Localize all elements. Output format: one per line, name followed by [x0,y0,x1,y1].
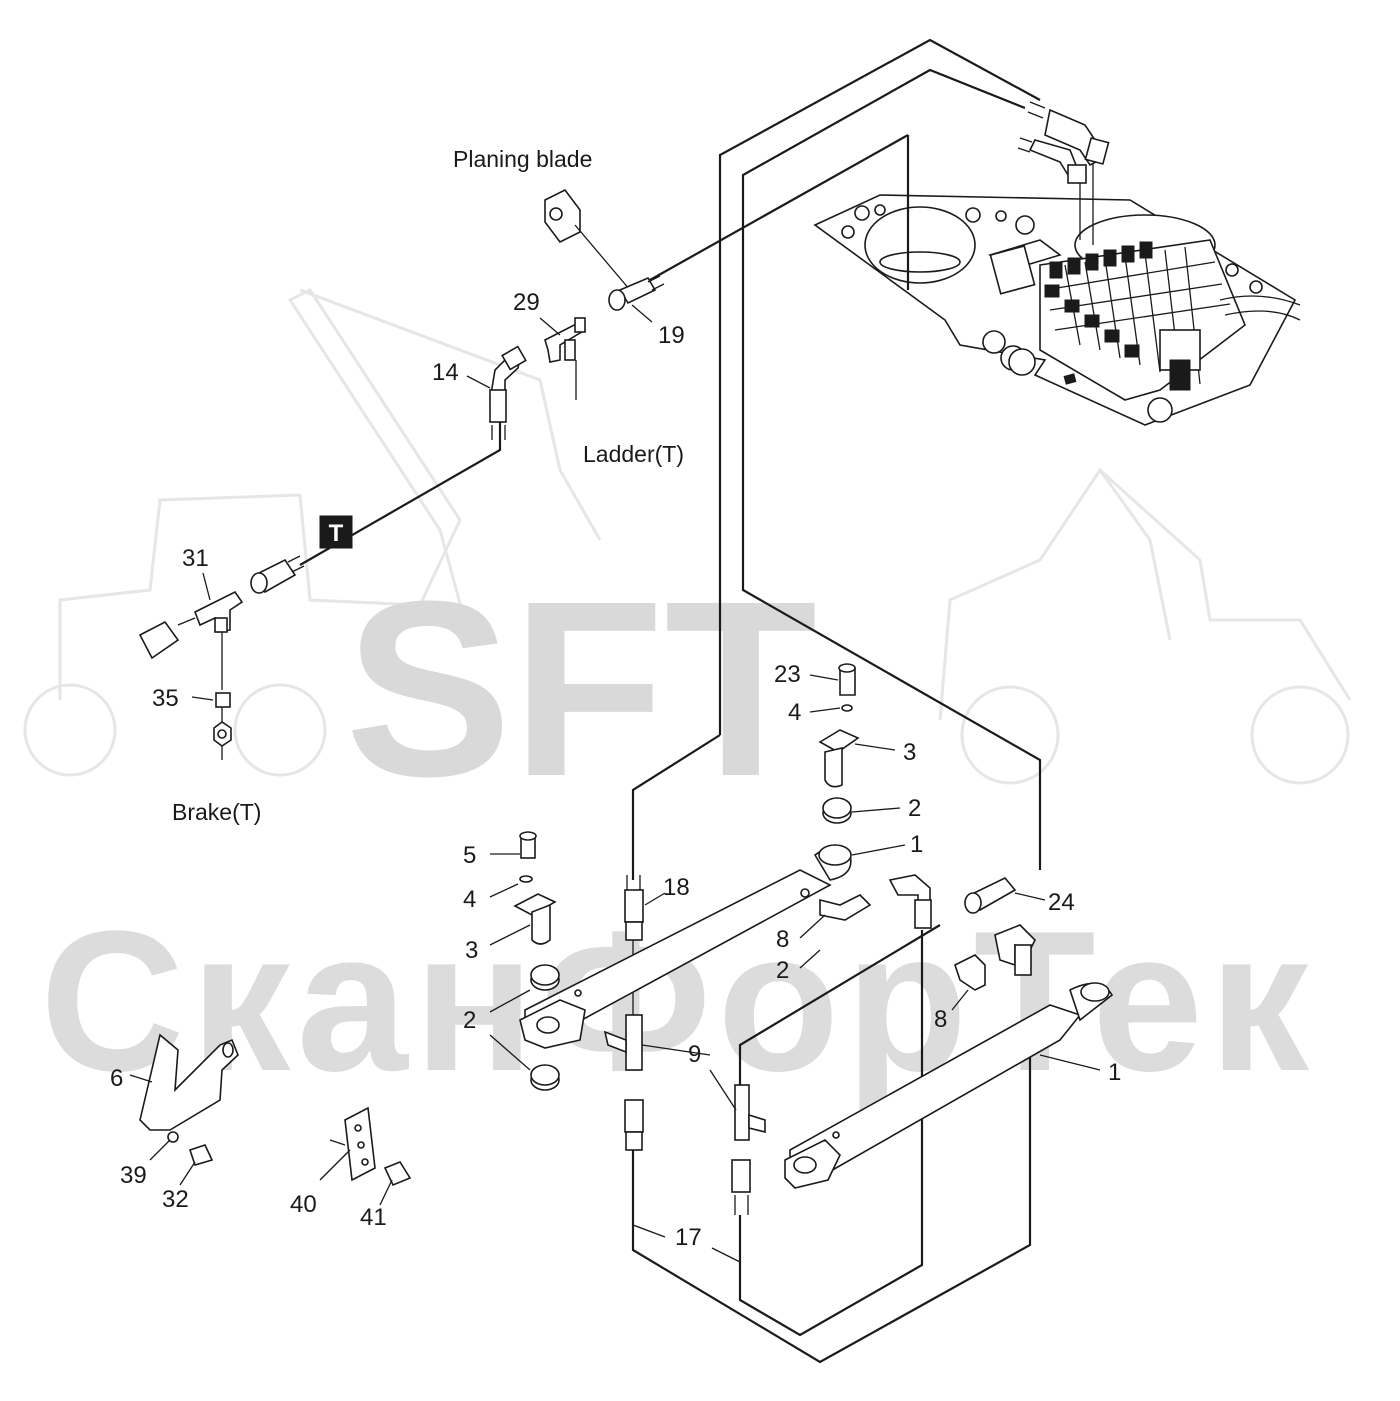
callout-4-left: 4 [463,886,476,913]
hose-t-line [299,420,502,566]
fitting-18 [624,875,644,941]
fitting-near-t [250,555,305,594]
hose-to-8 [738,924,941,1100]
bolt-32 [188,1144,214,1166]
cylinder-lower [784,982,1114,1189]
callout-32: 32 [162,1186,189,1213]
callout-5: 5 [463,842,476,869]
elbow-8-lower [954,954,986,991]
tee-9-right [731,1084,766,1215]
callout-31: 31 [182,545,209,572]
watermark-brand: SFT [345,549,817,828]
hose-upper-left-a [718,38,1041,735]
t-marker: T [319,515,353,549]
elbow-fittings-top [1017,101,1110,184]
tee-31 [138,590,244,660]
callout-14: 14 [432,359,459,386]
watermark-brand-full: СканФорТек [40,890,1315,1113]
control-valve-assembly [813,194,1301,426]
pin-group-upper [818,663,860,824]
callout-3-upper: 3 [903,739,916,766]
hose-17-inner [738,930,924,1337]
fittings: T [138,101,1114,1215]
callout-40: 40 [290,1191,317,1218]
callout-24: 24 [1048,889,1075,916]
hose-to-18 [631,734,721,880]
caption-ladder: Ladder(T) [583,441,684,467]
washer-39 [167,1131,179,1143]
callout-29: 29 [513,289,540,316]
callout-39: 39 [120,1162,147,1189]
callout-1-upper: 1 [910,831,923,858]
callout-6: 6 [110,1065,123,1092]
callout-19: 19 [658,322,685,349]
captions: Planing blade Ladder(T) Brake(T) [172,146,684,825]
fitting-19 [608,275,665,311]
fitting-24 [964,877,1017,914]
callout-4-upper: 4 [788,699,801,726]
callout-18: 18 [663,874,690,901]
callout-1-lower: 1 [1108,1059,1121,1086]
callout-3-left: 3 [465,937,478,964]
watermark-excavator-right [938,467,1352,785]
callout-41: 41 [360,1204,387,1231]
valve-stack [1039,239,1301,401]
hose-17-outer [631,1050,1032,1364]
elbow-8-upper [819,894,872,921]
caption-brake: Brake(T) [172,799,261,825]
hose-lines [221,38,1094,1364]
t-marker-label: T [329,520,344,547]
callout-17: 17 [675,1224,702,1251]
bolt-41 [383,1161,412,1187]
cylinder-upper [519,844,852,1049]
callout-8-lower: 8 [934,1006,947,1033]
callout-23: 23 [774,661,801,688]
callout-2-upper: 2 [908,795,921,822]
watermark-excavator-left [23,288,602,777]
hose-planing-blade [649,134,909,281]
elbow-hose-14 [489,345,527,440]
pin-group-left [513,831,560,1091]
plug-35 [213,692,232,747]
callout-8-upper: 8 [776,926,789,953]
hose-elbow-upper-right [888,874,932,929]
hose-to-24 [741,555,1042,870]
callout-35: 35 [152,685,179,712]
hose-elbow-lower-right [994,924,1036,976]
caption-planing-blade: Planing blade [453,146,592,172]
plate-40 [344,1106,376,1182]
hose-upper-left-b [741,68,1026,555]
callout-2-left: 2 [463,1007,476,1034]
bracket-6 [139,1033,239,1131]
callout-leaders [129,304,1101,1263]
callout-9: 9 [688,1041,701,1068]
tee-9-left [603,1014,644,1151]
tee-29 [544,317,587,363]
callout-numbers: 19 29 14 31 35 23 4 3 2 1 5 4 3 2 18 24 … [110,289,1121,1251]
planing-blade-block [544,188,631,291]
callout-2-middle: 2 [776,957,789,984]
